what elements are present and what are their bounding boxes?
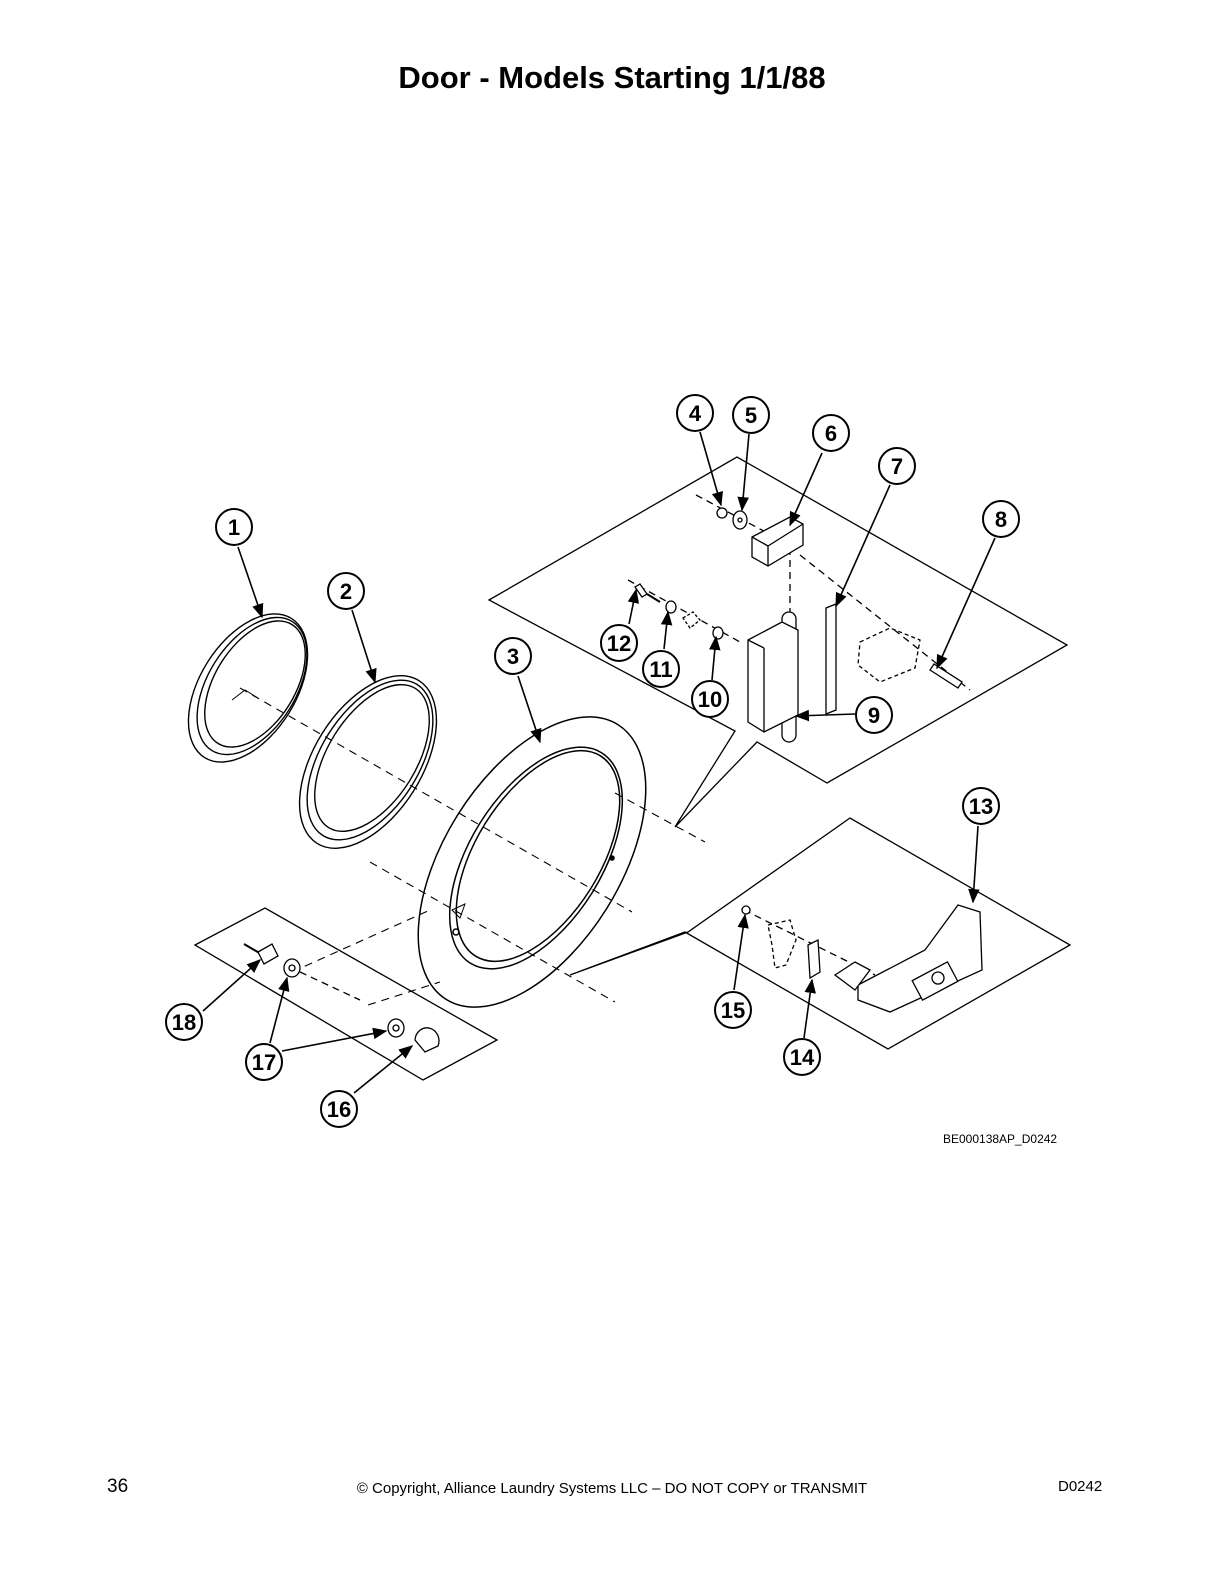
- callout-5-label: 5: [745, 403, 757, 428]
- door-panel: [417, 716, 647, 1008]
- hinge-detail-parts: [627, 494, 971, 743]
- callout-10-circle: [691, 680, 729, 718]
- callout-circles: [165, 394, 1020, 1128]
- callout-13-circle: [962, 787, 1000, 825]
- callout-numbers: 1 2 3 4 5 6 7 8 9 10 11 12 13 14 15 16 1…: [172, 401, 1007, 1122]
- latch-detail-panel: [569, 817, 1072, 1050]
- callout-4-circle: [676, 394, 714, 432]
- callout-6-label: 6: [825, 421, 837, 446]
- callout-15-circle: [714, 991, 752, 1029]
- callout-14-label: 14: [790, 1045, 815, 1070]
- callout-18-label: 18: [172, 1010, 196, 1035]
- callout-9-label: 9: [868, 703, 880, 728]
- callout-16-label: 16: [327, 1097, 351, 1122]
- callout-7-circle: [878, 447, 916, 485]
- callout-12-label: 12: [607, 631, 631, 656]
- callout-16-circle: [320, 1090, 358, 1128]
- callout-15-label: 15: [721, 998, 745, 1023]
- callout-11-circle: [642, 650, 680, 688]
- latch-detail-parts: [741, 904, 983, 1013]
- page-number: 36: [107, 1476, 129, 1497]
- door-gasket: [298, 675, 438, 849]
- callout-11-label: 11: [649, 657, 672, 682]
- callout-4-label: 4: [689, 401, 702, 426]
- callout-3-label: 3: [507, 644, 519, 669]
- assembly-center-lines: [239, 687, 706, 1006]
- callout-1-circle: [215, 508, 253, 546]
- door-glass: [187, 613, 309, 763]
- callout-7-label: 7: [891, 454, 903, 479]
- drawing-code: BE000138AP_D0242: [943, 1132, 1058, 1146]
- document-code: D0242: [1058, 1478, 1103, 1495]
- callout-12-circle: [600, 624, 638, 662]
- callout-17-label: 17: [252, 1050, 276, 1075]
- stop-detail-panel: [193, 907, 499, 1081]
- page-title: Door - Models Starting 1/1/88: [398, 60, 826, 95]
- callout-8-circle: [982, 500, 1020, 538]
- callout-10-label: 10: [698, 687, 722, 712]
- callout-14-circle: [783, 1038, 821, 1076]
- callout-6-circle: [812, 414, 850, 452]
- callout-13-label: 13: [969, 794, 993, 819]
- hinge-detail-panel: [487, 456, 1069, 828]
- callout-17-circle: [245, 1043, 283, 1081]
- callout-3-circle: [494, 637, 532, 675]
- callout-2-label: 2: [340, 579, 352, 604]
- callout-8-label: 8: [995, 507, 1007, 532]
- stop-detail-parts: [243, 943, 440, 1053]
- callout-2-circle: [327, 572, 365, 610]
- callout-18-circle: [165, 1003, 203, 1041]
- callout-9-circle: [855, 696, 893, 734]
- callout-5-circle: [732, 396, 770, 434]
- copyright-notice: © Copyright, Alliance Laundry Systems LL…: [356, 1480, 868, 1497]
- leader-arrows: [202, 431, 996, 1094]
- callout-1-label: 1: [228, 515, 240, 540]
